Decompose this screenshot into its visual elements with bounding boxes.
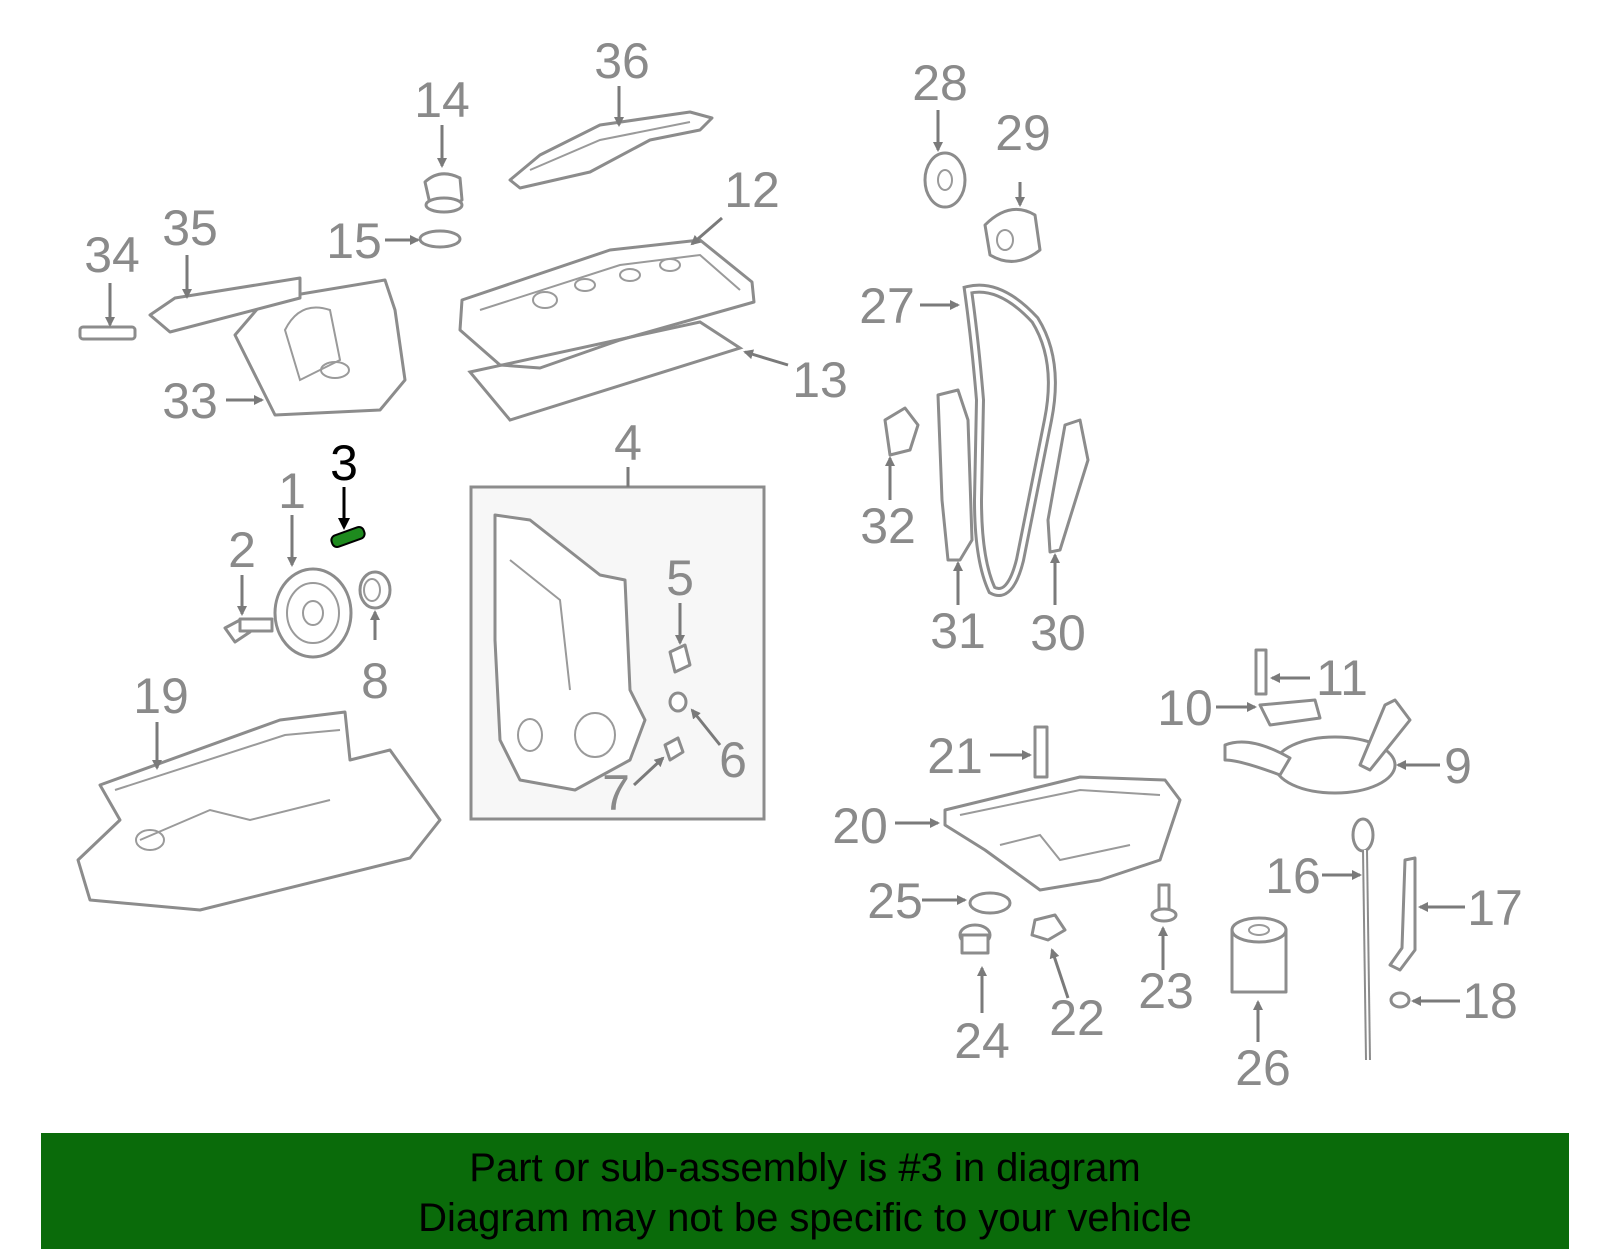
callout-32: 32 [860, 498, 916, 554]
part-11-stud [1254, 648, 1268, 696]
callout-18: 18 [1462, 973, 1518, 1029]
callout-13: 13 [792, 352, 848, 408]
callout-28: 28 [912, 55, 968, 111]
part-16-dipstick [1351, 817, 1375, 1061]
part-9-oil-strainer [1223, 698, 1412, 795]
callout-15: 15 [326, 213, 382, 269]
callout-10: 10 [1157, 680, 1213, 736]
callout-26: 26 [1235, 1040, 1291, 1096]
callout-1: 1 [278, 463, 306, 519]
part-12-valve-cover [458, 238, 756, 370]
part-24-drain-plug [958, 923, 992, 955]
part-26-oil-filter [1230, 916, 1288, 994]
callout-22: 22 [1049, 990, 1105, 1046]
part-5-plug [668, 643, 692, 674]
part-1-pulley [273, 567, 353, 659]
callout-9: 9 [1444, 738, 1472, 794]
part-18-o-ring [1389, 991, 1411, 1009]
part-14-filler-cap [423, 172, 464, 214]
callout-14: 14 [414, 72, 470, 128]
part-20-oil-pan [943, 775, 1182, 892]
callout-17: 17 [1467, 880, 1523, 936]
callout-35: 35 [162, 200, 218, 256]
part-2-bolt [223, 617, 274, 644]
callout-23: 23 [1138, 963, 1194, 1019]
callout-31: 31 [930, 603, 986, 659]
info-banner: Part or sub-assembly is #3 in diagram Di… [41, 1133, 1569, 1249]
leader-lines [105, 86, 1465, 1042]
part-10-gasket [1258, 698, 1322, 727]
part-36-cover [508, 110, 714, 190]
part-29-sprocket [983, 207, 1042, 263]
part-6-o-ring [668, 691, 688, 713]
callout-27: 27 [859, 278, 915, 334]
callout-11: 11 [1316, 650, 1368, 706]
callout-33: 33 [162, 373, 218, 429]
part-33-intake-manifold [233, 278, 407, 417]
part-25-gasket [968, 891, 1012, 915]
banner-line-part: Part or sub-assembly is #3 in diagram [469, 1146, 1141, 1190]
callout-34: 34 [84, 227, 140, 283]
part-23-bolt [1150, 883, 1178, 923]
part-19-oil-pan-upper [76, 710, 442, 912]
callout-19: 19 [133, 668, 189, 724]
part-22-nut [1030, 913, 1067, 942]
part-8-oil-seal [358, 570, 392, 610]
part-21-stud [1033, 725, 1049, 779]
part-3-highlighted [330, 525, 366, 549]
callout-2: 2 [228, 522, 256, 578]
callout-16: 16 [1265, 848, 1321, 904]
callout-5: 5 [666, 550, 694, 606]
callout-3: 3 [330, 435, 358, 491]
part-34-stud [78, 325, 137, 341]
callout-36: 36 [594, 33, 650, 89]
part-13-gasket [467, 320, 744, 422]
part-30-chain-guide [1046, 418, 1090, 554]
callout-29: 29 [995, 105, 1051, 161]
part-35-gasket [148, 276, 302, 334]
callout-4: 4 [614, 415, 642, 471]
part-15-gasket [418, 229, 462, 249]
part-4-timing-cover [493, 513, 647, 792]
callout-21: 21 [927, 728, 983, 784]
callout-25: 25 [867, 873, 923, 929]
part-32-tensioner [883, 406, 920, 457]
part-28-sprocket [923, 151, 967, 209]
callout-20: 20 [832, 798, 888, 854]
callout-6: 6 [719, 732, 747, 788]
callout-12: 12 [724, 162, 780, 218]
callout-8: 8 [361, 653, 389, 709]
part-31-tensioner-arm [936, 388, 974, 562]
callout-24: 24 [954, 1013, 1010, 1069]
part-17-dipstick-guide [1388, 856, 1417, 972]
banner-line-disclaimer: Diagram may not be specific to your vehi… [418, 1196, 1192, 1240]
callout-7: 7 [602, 765, 630, 821]
callout-30: 30 [1030, 605, 1086, 661]
part-7-plug [663, 736, 685, 762]
